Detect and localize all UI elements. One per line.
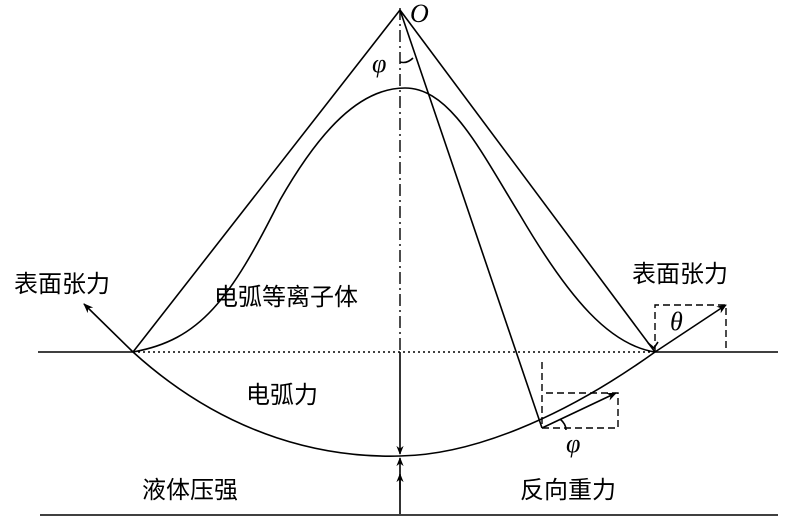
surface-tension-left-arrow (83, 303, 134, 353)
theta-dashed-box (654, 304, 727, 352)
origin-label: O (410, 0, 429, 28)
reverse-gravity-label: 反向重力 (520, 476, 616, 504)
weld-pool-curve (132, 351, 656, 457)
phi-bottom-arc (559, 418, 567, 431)
surface-tension-left-label: 表面张力 (14, 270, 110, 298)
right-angle-mark (647, 341, 659, 350)
theta-label: θ (670, 307, 683, 336)
surface-tension-right-arrow (654, 304, 727, 353)
cone-line-left (132, 9, 401, 353)
phi-top-label: φ (372, 49, 386, 78)
arc-plasma-curve (132, 87, 656, 353)
phi-bottom-label: φ (566, 429, 580, 458)
gravity-dashed-box (542, 392, 619, 429)
liquid-pressure-label: 液体压强 (142, 476, 238, 504)
phi-angle-arc (399, 57, 414, 64)
surface-tension-right-label: 表面张力 (632, 260, 728, 288)
radius-line (399, 9, 543, 429)
arc-force-label: 电弧力 (246, 381, 318, 409)
reverse-gravity-arrow (541, 392, 617, 429)
arc-plasma-label: 电弧等离子体 (214, 283, 358, 311)
cone-line-right (399, 9, 656, 353)
